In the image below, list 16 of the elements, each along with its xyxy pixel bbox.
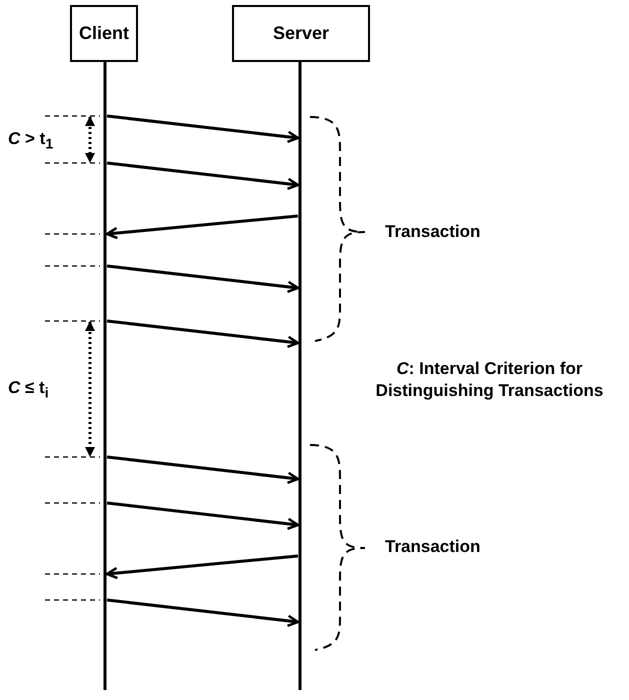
note-text: C: Interval Criterion for Distinguishing Transactions: [374, 358, 604, 402]
message-arrow: [106, 456, 300, 484]
message-arrow: [106, 162, 300, 190]
message-arrow: [106, 598, 300, 628]
participant-box: Client: [70, 5, 138, 62]
message-arrow: [106, 264, 300, 294]
participant-box: Server: [232, 5, 370, 62]
interval-label: C ≤ t$_{i}$: [8, 377, 50, 404]
message-arrow: [106, 502, 300, 530]
message-arrow: [106, 114, 300, 144]
message-arrow: [106, 320, 300, 348]
message-arrow: [106, 554, 298, 580]
message-arrow: [106, 214, 298, 240]
interval-label: C > t$_{1}$: [8, 128, 54, 154]
bracket-label: Transaction: [385, 536, 482, 558]
bracket-label: Transaction: [385, 221, 482, 243]
